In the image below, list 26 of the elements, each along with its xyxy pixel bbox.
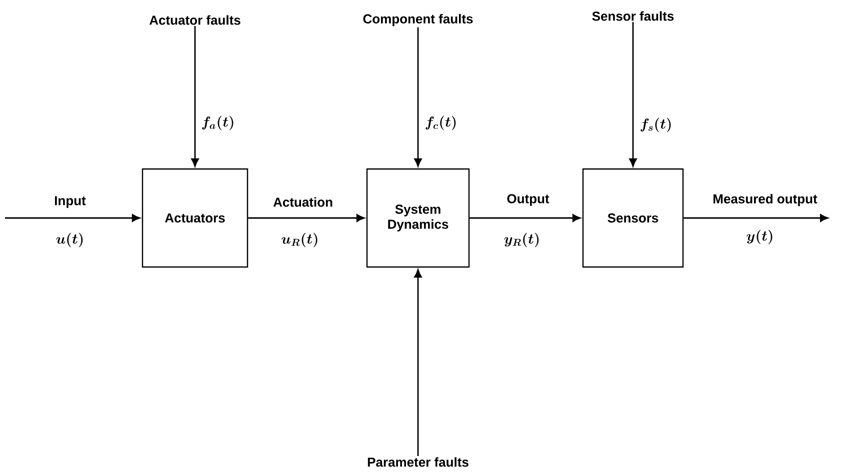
fault-label: Sensor faults: [592, 11, 674, 21]
edge-label: Input: [55, 196, 86, 208]
signal-formula: $f_c(t)$: [426, 116, 456, 130]
process-box: Actuators: [142, 168, 248, 268]
arrow: [414, 27, 422, 167]
arrow: [414, 269, 422, 456]
edge-label: Actuation: [273, 197, 332, 207]
arrow: [191, 26, 199, 167]
signal-formula: $y(t)$: [746, 230, 772, 244]
signal-formula: $y_R(t)$: [504, 232, 539, 248]
signal-formula: $f_a(t)$: [202, 116, 234, 130]
process-box: Sensors: [582, 168, 684, 268]
arrow: [684, 214, 828, 222]
signal-formula: $u(t)$: [56, 232, 83, 248]
signal-formula: $f_s(t)$: [640, 118, 671, 132]
fault-label: Component faults: [363, 14, 473, 26]
fault-label: Parameter faults: [368, 457, 468, 467]
arrow: [248, 214, 365, 222]
fault-label: Actuator faults: [149, 15, 240, 25]
process-box: System Dynamics: [366, 168, 470, 268]
arrow: [470, 214, 581, 222]
edge-label: Output: [507, 194, 550, 206]
signal-formula: $u_R(t)$: [282, 232, 318, 248]
arrow: [629, 22, 637, 167]
edge-label: Measured output: [714, 194, 818, 206]
arrow: [5, 214, 140, 222]
